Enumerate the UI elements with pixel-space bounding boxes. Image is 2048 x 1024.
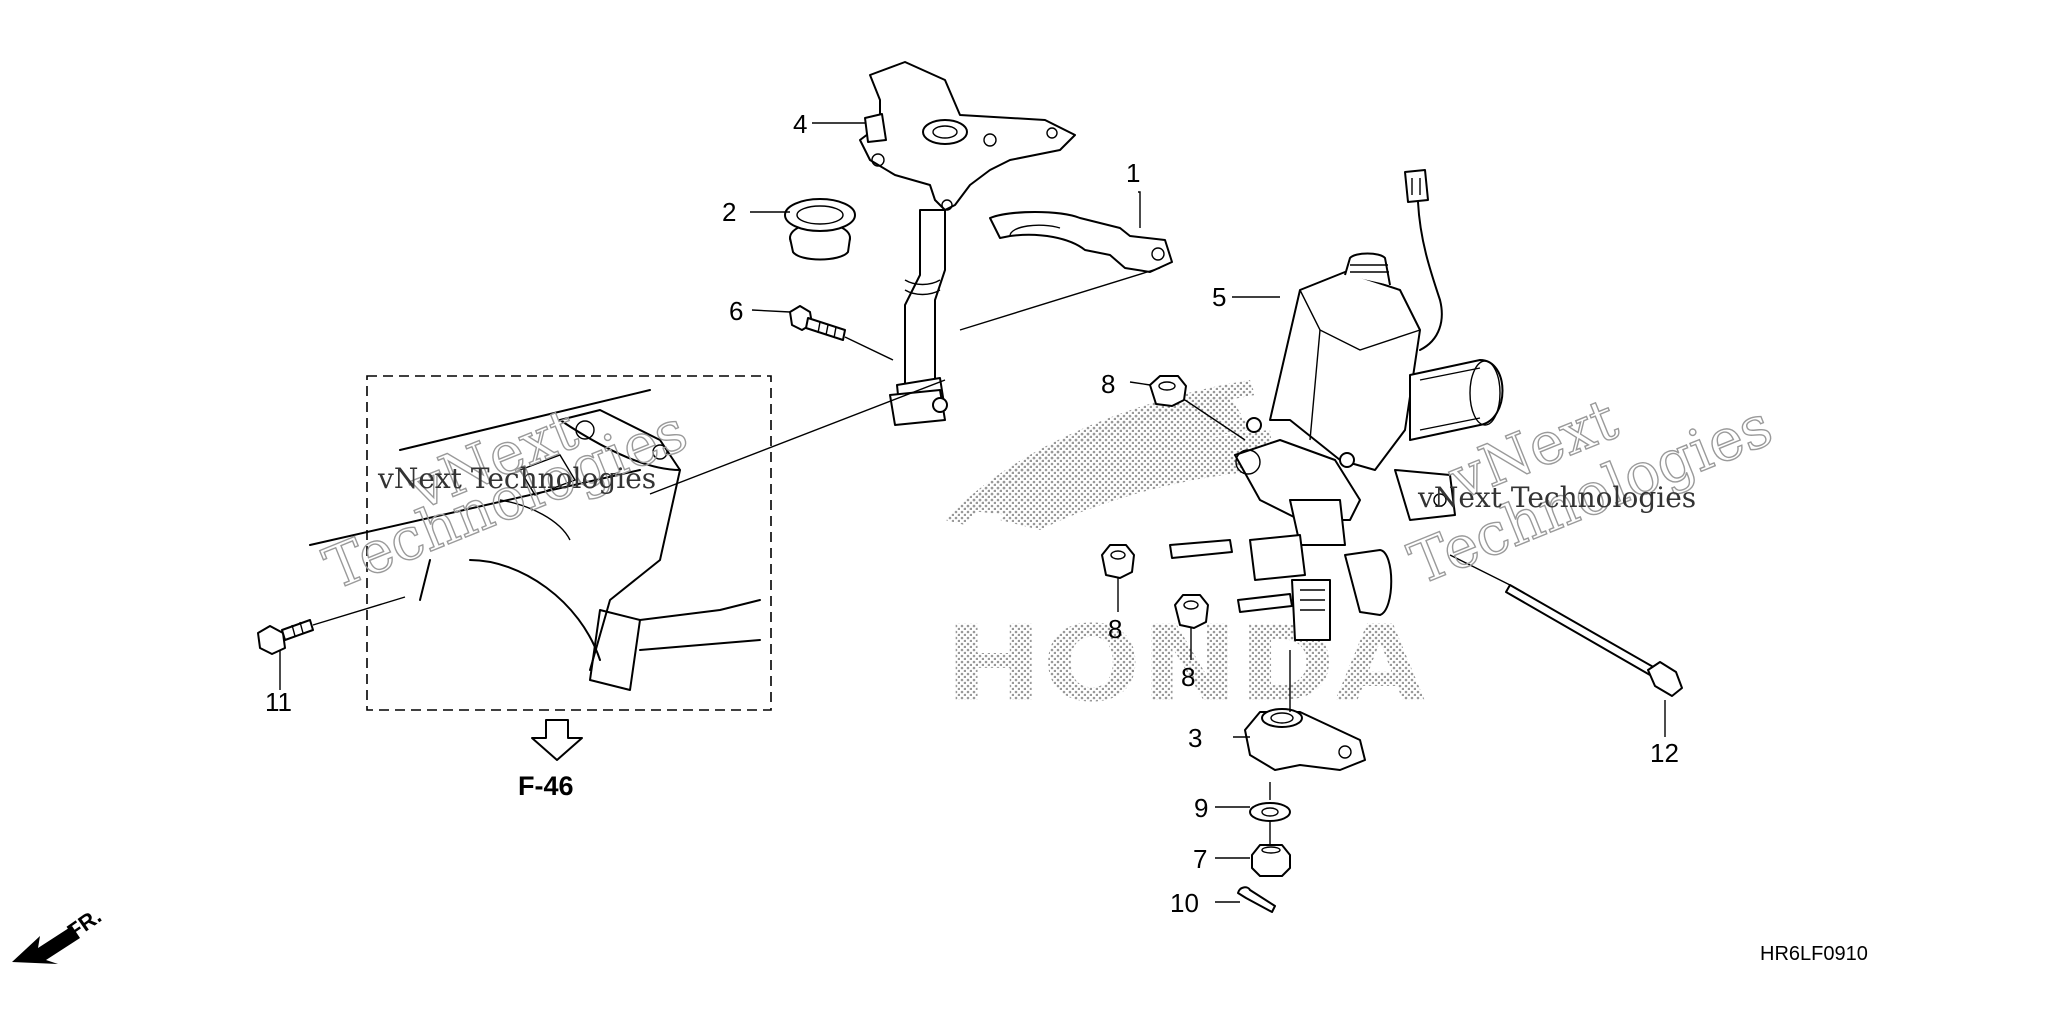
long-bolt-part (1505, 584, 1683, 697)
seal-part (784, 198, 856, 261)
callout-10: 10 (1170, 888, 1199, 918)
nut-part (1251, 844, 1291, 877)
callout-2: 2 (722, 197, 736, 227)
callout-6: 6 (729, 296, 743, 326)
callout-8-lower: 8 (1181, 662, 1195, 692)
steering-column-part (859, 61, 1076, 426)
callout-11: 11 (265, 687, 292, 717)
front-arrow (12, 926, 80, 964)
reference-arrow (531, 719, 583, 761)
reference-label: F-46 (518, 771, 574, 801)
drawing-code: HR6LF0910 (1760, 943, 1868, 965)
watermark-left-inline: vNext Technologies (377, 462, 656, 495)
watermark-left: vNext Technologies vNext Technologies (314, 394, 697, 604)
callout-5: 5 (1212, 282, 1226, 312)
clamp-part (989, 211, 1173, 273)
frame-inset (309, 375, 772, 711)
flange-nut-middle (1101, 544, 1135, 579)
cotter-pin-part (1237, 886, 1276, 913)
inset-border (366, 375, 772, 711)
watermark-right-inline: vNext Technologies (1417, 481, 1696, 514)
leader-lines (279, 122, 1666, 903)
callout-3: 3 (1188, 723, 1202, 753)
callout-8-upper: 8 (1101, 369, 1115, 399)
callout-9: 9 (1194, 793, 1208, 823)
bolt-part-6 (789, 305, 846, 341)
callout-1: 1 (1126, 158, 1140, 188)
washer-part (1249, 802, 1291, 822)
honda-wing-logo: HONDA (945, 380, 1425, 725)
callout-8-middle: 8 (1108, 614, 1122, 644)
callout-12: 12 (1650, 738, 1679, 768)
bolt-part-11 (257, 619, 314, 655)
eps-unit-part (1169, 169, 1504, 641)
callout-4: 4 (793, 109, 807, 139)
pitman-arm-part (1244, 708, 1366, 771)
flange-nut-lower (1174, 594, 1209, 629)
callout-7: 7 (1193, 844, 1207, 874)
flange-nut-upper (1149, 375, 1187, 407)
